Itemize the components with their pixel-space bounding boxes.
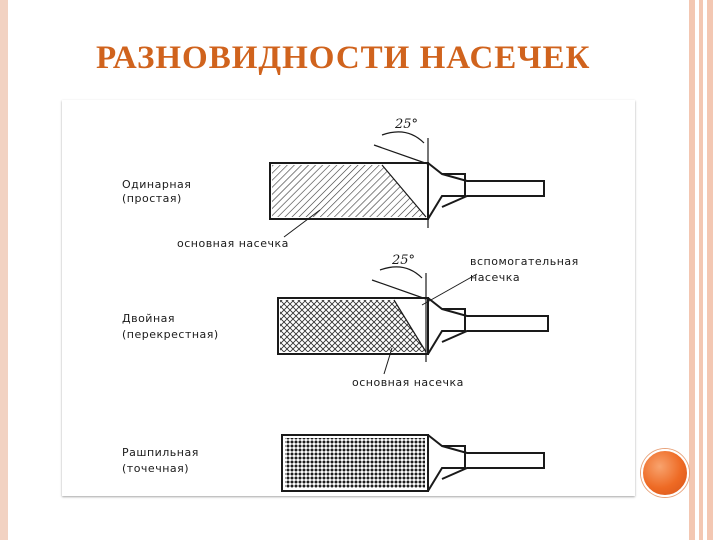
type-name: Рашпильная — [122, 446, 199, 459]
callout-aux-cut: насечка — [470, 271, 520, 284]
right-decor-stripe — [707, 0, 713, 540]
angle-label: 25° — [394, 117, 418, 132]
leader-line — [421, 273, 478, 306]
slide-title: РАЗНОВИДНОСТИ НАСЕЧЕК — [96, 40, 591, 76]
callout-main-cut: основная насечка — [352, 376, 464, 389]
decor-circle — [641, 449, 689, 497]
leader-line — [283, 209, 321, 238]
leader-line — [383, 347, 393, 375]
diagram-svg: 25° Одинарная (простая) основная насечка… — [122, 117, 579, 492]
type-subname: (точечная) — [122, 462, 189, 475]
double-cut-file — [277, 266, 549, 362]
angle-label: 25° — [391, 253, 415, 268]
callout-main-cut: основная насечка — [177, 237, 289, 250]
callout-aux-cut: вспомогательная — [470, 255, 579, 268]
type-subname: (перекрестная) — [122, 328, 219, 341]
file-cuts-diagram: 25° Одинарная (простая) основная насечка… — [62, 100, 635, 496]
left-decor-stripe — [0, 0, 8, 540]
rasp-cut-file — [281, 434, 545, 492]
type-name: Одинарная — [122, 178, 191, 191]
single-cut-file — [269, 131, 545, 228]
type-name: Двойная — [122, 312, 175, 325]
right-decor-stripe — [689, 0, 695, 540]
right-decor-stripe — [699, 0, 703, 540]
type-subname: (простая) — [122, 192, 182, 205]
